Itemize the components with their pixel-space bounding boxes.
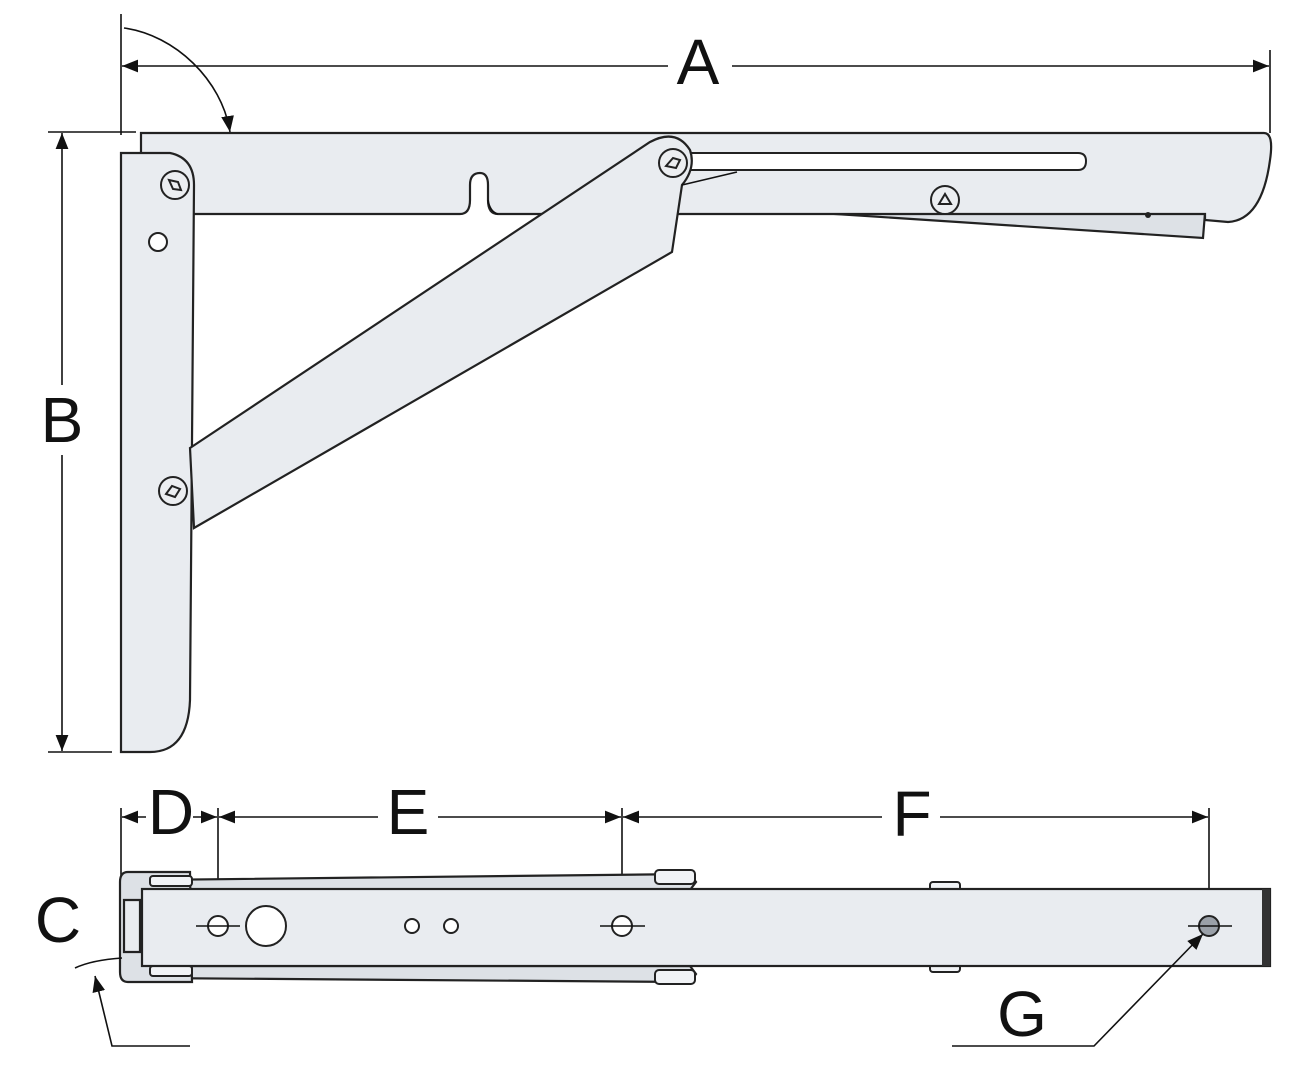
dimension-a: A <box>120 14 1271 135</box>
label-e: E <box>387 776 430 848</box>
label-g: G <box>997 978 1047 1050</box>
rivet-icon <box>658 148 688 178</box>
label-c: C <box>35 884 81 956</box>
rivet-icon <box>160 170 190 200</box>
label-a: A <box>677 26 720 98</box>
bracket-plan-view <box>118 869 1272 985</box>
label-b: B <box>41 384 84 456</box>
rivet-icon <box>158 476 188 506</box>
rivet-icon <box>930 185 960 215</box>
callout-g: G <box>952 933 1204 1050</box>
bracket-side-view <box>119 131 1273 754</box>
dimension-c: C <box>35 884 190 1047</box>
label-f: F <box>892 778 931 850</box>
dimension-b: B <box>41 131 136 753</box>
label-d: D <box>148 776 194 848</box>
